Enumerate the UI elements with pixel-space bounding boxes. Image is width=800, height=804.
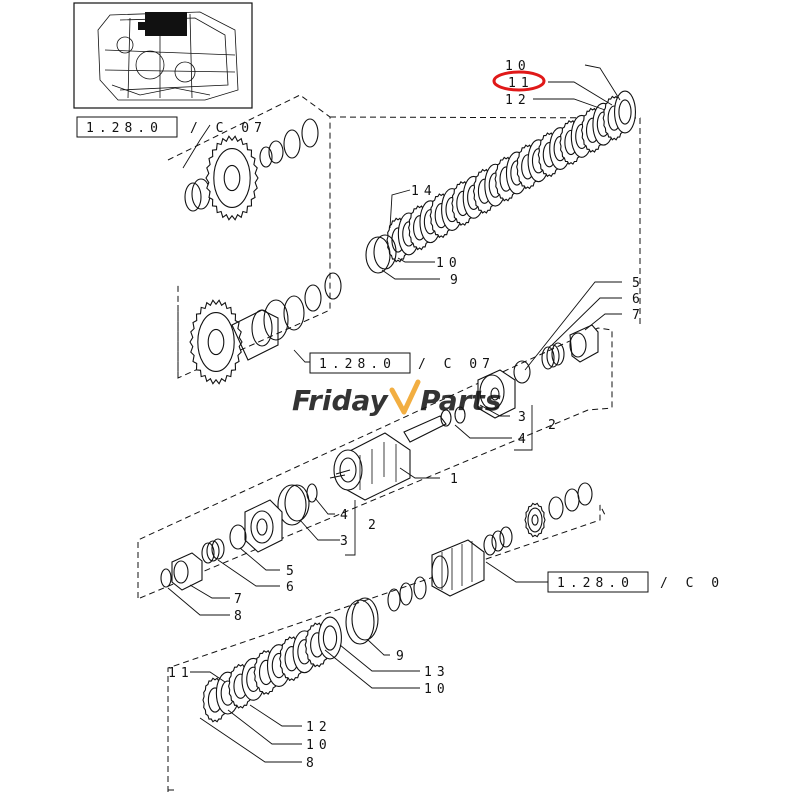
- reference-box-text: 1.28.0: [557, 576, 634, 591]
- callout-9-lower: 9: [396, 649, 409, 664]
- reference-suffix-text: / C 07: [418, 357, 495, 372]
- gear-bore: [223, 164, 241, 192]
- gear-bore: [531, 514, 539, 526]
- callout-6-right: 6: [632, 292, 645, 307]
- watermark-logo: Friday Parts: [292, 379, 501, 417]
- drum-and-shaft: [329, 406, 466, 501]
- lower-clutch-pack: [202, 616, 342, 723]
- reference-suffix-text: / C 07: [190, 121, 267, 136]
- callout-12-lower: 12: [306, 720, 332, 735]
- gear-hub-ring: [197, 312, 235, 372]
- upper-snap-rings: [365, 234, 397, 274]
- gear-hub-ring: [213, 148, 251, 208]
- callout-7-right: 7: [632, 308, 645, 323]
- reference-box-text: 1.28.0: [86, 121, 163, 136]
- gear-hub-ring: [527, 507, 543, 533]
- reference-label-mid: 1.28.0 / C 07: [309, 352, 495, 374]
- callout-2-lower: 2: [368, 518, 381, 533]
- gear-bore: [207, 328, 225, 356]
- middle-gear-assembly: [189, 272, 342, 385]
- clutch-inner: [322, 625, 338, 651]
- watermark-text-friday: Friday: [292, 384, 390, 417]
- callout-5-right: 5: [632, 276, 645, 291]
- callout-3-lower: 3: [340, 534, 353, 549]
- callout-14: 14: [411, 184, 437, 199]
- callout-9-upper: 9: [450, 273, 463, 288]
- callout-10-lower: 10: [424, 682, 450, 697]
- upper-left-gear-assembly: [184, 118, 319, 221]
- callout-10-bottom: 10: [306, 738, 332, 753]
- callout-3-mid: 3: [518, 410, 531, 425]
- callout-10-top: 10: [505, 59, 531, 74]
- reference-box-text: 1.28.0: [319, 357, 396, 372]
- lower-left-piston-group: [160, 483, 318, 591]
- callout-7-lower: 7: [234, 592, 247, 607]
- leader-lines: [167, 64, 622, 763]
- clutch-plate: [318, 616, 342, 660]
- callout-8-lower: 8: [234, 609, 247, 624]
- callout-4-lower: 4: [340, 508, 353, 523]
- callout-12-top: 12: [505, 93, 531, 108]
- frame-lines: [137, 94, 641, 792]
- reference-label-low: 1.28.0 / C 0: [547, 571, 724, 593]
- lower-right-gear-assembly: [387, 482, 593, 612]
- watermark-check-icon: [389, 379, 421, 415]
- callout-1: 1: [450, 472, 463, 487]
- highlight-ring: [492, 70, 546, 92]
- callout-13: 13: [424, 665, 450, 680]
- callout-8-bottom: 8: [306, 756, 319, 771]
- callout-2-mid: 2: [548, 418, 561, 433]
- clutch-inner: [618, 99, 632, 125]
- callout-5-lower: 5: [286, 564, 299, 579]
- callout-11-top: 11: [508, 76, 534, 91]
- lower-snap-rings: [345, 597, 379, 645]
- reference-label-top: 1.28.0 / C 07: [76, 116, 267, 138]
- clutch-plate: [613, 90, 636, 134]
- callout-11-lower: 11: [168, 666, 194, 681]
- callout-6-lower: 6: [286, 580, 299, 595]
- reference-suffix-text: / C 0: [660, 576, 724, 591]
- inset-thumbnail: [73, 2, 253, 109]
- watermark-text-parts: Parts: [420, 384, 501, 417]
- callout-4-mid: 4: [518, 432, 531, 447]
- callout-10-upper: 10: [436, 256, 462, 271]
- upper-clutch-pack: [386, 90, 636, 263]
- callout-numbers: 10 11 12 14 10 9 5 6 7 3 2 4 1 4 2 3 5 6…: [168, 59, 645, 771]
- right-bearing-group: [477, 324, 599, 419]
